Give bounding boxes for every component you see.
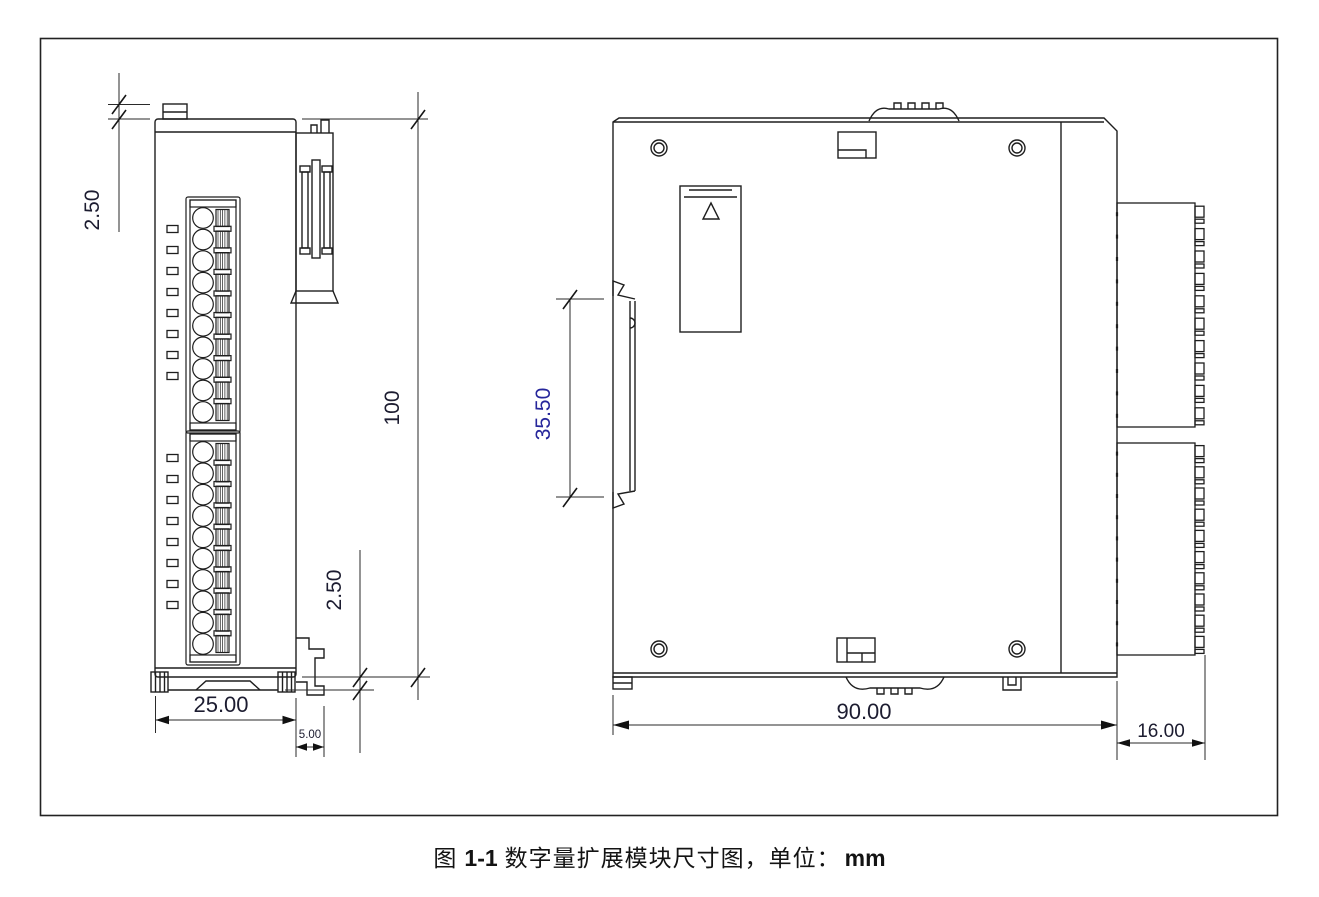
terminal-screw-hole — [192, 228, 214, 251]
dim-side-width: 90.00 — [836, 699, 891, 724]
housing-tooth — [1194, 508, 1205, 521]
housing-tooth — [1194, 317, 1205, 330]
caption-text: 数字量扩展模块尺寸图，单位： — [504, 846, 841, 871]
housing-tooth — [1194, 593, 1205, 606]
terminal-housing — [1116, 442, 1196, 656]
dimension-arrows — [155, 715, 1205, 751]
housing-tooth — [1194, 550, 1205, 564]
side-view — [612, 102, 1118, 695]
housing-tooth — [1194, 384, 1205, 398]
terminal-block-shell — [185, 430, 241, 666]
triangle-mark — [701, 201, 721, 220]
terminal-screw-hole — [192, 357, 214, 380]
housing-tooth — [1194, 444, 1205, 458]
top-din-clip — [868, 102, 960, 122]
led-indicator — [166, 266, 179, 276]
terminal-screw-hole — [192, 462, 214, 485]
front-body — [154, 118, 297, 678]
led-indicator — [166, 600, 179, 610]
dim-front-latch-offset: 2.50 — [323, 570, 346, 611]
label-door — [679, 185, 742, 333]
mounting-feet — [612, 676, 1022, 691]
caption-number: 1-1 — [464, 845, 498, 871]
housing-tooth — [1194, 295, 1205, 308]
terminal-screw-hole — [192, 336, 214, 359]
led-indicator — [166, 329, 179, 339]
terminal-screw-hole — [192, 611, 214, 634]
terminal-screw-hole — [192, 441, 214, 463]
led-indicator — [166, 350, 179, 360]
terminal-screw-hole — [192, 569, 214, 591]
terminal-screw-hole — [192, 271, 214, 294]
led-indicator — [166, 495, 179, 505]
led-indicator — [166, 287, 179, 297]
led-indicator — [166, 537, 179, 547]
caption-unit: mm — [844, 845, 886, 871]
led-indicator — [166, 579, 179, 589]
terminal-screw-hole — [192, 293, 214, 316]
led-indicator — [166, 474, 179, 484]
din-groove — [612, 280, 636, 509]
dim-connector-depth: 5.00 — [299, 729, 321, 741]
housing-tooth — [1194, 529, 1205, 543]
dim-front-height: 100 — [381, 390, 404, 425]
terminal-screw-hole — [192, 633, 214, 655]
terminal-screw-hole — [192, 505, 214, 527]
terminal-screw-hole — [192, 207, 214, 229]
dim-din-groove-height: 35.50 — [532, 388, 555, 441]
screw-holes — [650, 139, 1026, 658]
terminal-screw-hole — [192, 250, 214, 273]
dimension-lines — [108, 73, 1206, 760]
drawing-frame — [39, 37, 1279, 817]
dim-front-width: 25.00 — [193, 692, 248, 717]
front-view — [150, 103, 340, 696]
housing-tooth — [1194, 362, 1205, 375]
terminal-screw-hole — [192, 526, 214, 549]
housing-tooth — [1194, 635, 1205, 649]
terminal-screw-hole — [192, 314, 214, 337]
bottom-din-clip — [845, 676, 945, 695]
dimension-ticks — [111, 94, 578, 701]
terminal-screw-hole — [192, 401, 214, 423]
housing-tooth — [1194, 614, 1205, 627]
dim-terminal-depth: 16.00 — [1137, 721, 1185, 742]
housing-tooth — [1194, 272, 1205, 286]
led-indicator — [166, 245, 179, 255]
side-body — [612, 117, 1118, 678]
front-din-latch — [150, 671, 296, 693]
housing-tooth — [1194, 250, 1205, 263]
housing-tooth — [1194, 227, 1205, 241]
terminal-housing — [1116, 202, 1196, 428]
led-indicator — [166, 371, 179, 381]
led-indicator — [166, 558, 179, 568]
bottom-latch-window — [836, 637, 876, 663]
side-terminal-housings — [1115, 202, 1205, 656]
housing-tooth — [1194, 466, 1205, 479]
caption-prefix: 图 — [433, 846, 458, 871]
housing-tooth — [1194, 407, 1205, 420]
terminal-blocks — [185, 196, 241, 666]
led-indicator-columns — [166, 224, 179, 610]
terminal-screw-hole — [192, 379, 214, 402]
housing-tooth — [1194, 572, 1205, 585]
led-indicator — [166, 224, 179, 234]
bus-connector — [289, 119, 340, 304]
led-indicator — [166, 453, 179, 463]
front-bottom-hook — [296, 637, 325, 696]
housing-tooth — [1194, 487, 1205, 500]
top-latch-window — [837, 131, 877, 159]
terminal-screw-hole — [192, 547, 214, 570]
terminal-screw-hole — [192, 590, 214, 613]
led-indicator — [166, 308, 179, 318]
terminal-screw-hole — [192, 483, 214, 506]
terminal-block-shell — [185, 196, 241, 434]
housing-tooth — [1194, 205, 1205, 218]
housing-tooth — [1194, 339, 1205, 353]
dim-front-tab-height: 2.50 — [81, 190, 104, 231]
dimension-labels: 2.50 100 2.50 25.00 5.00 35.50 90.00 16.… — [81, 190, 1185, 742]
led-indicator — [166, 516, 179, 526]
